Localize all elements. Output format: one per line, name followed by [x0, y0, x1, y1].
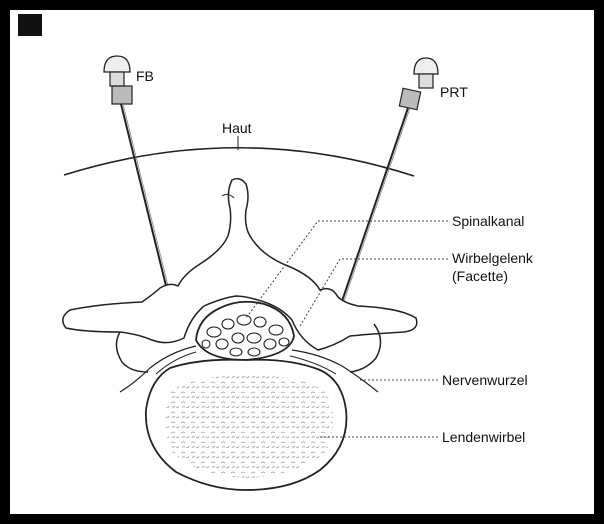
label-lendenwirbel: Lendenwirbel — [442, 429, 525, 445]
left-process — [116, 332, 148, 372]
spinal-canal — [196, 302, 294, 360]
vertebral-body-texture — [165, 376, 333, 478]
label-facette: (Facette) — [452, 268, 508, 284]
label-fb: FB — [136, 68, 154, 84]
label-haut: Haut — [222, 120, 252, 136]
label-nervenwurzel: Nervenwurzel — [442, 372, 528, 388]
label-prt: PRT — [440, 84, 468, 100]
label-spinalkanal: Spinalkanal — [452, 213, 524, 229]
needle-fb — [104, 56, 176, 318]
skin-line — [64, 148, 414, 176]
label-wirbelgelenk: Wirbelgelenk — [452, 250, 533, 266]
